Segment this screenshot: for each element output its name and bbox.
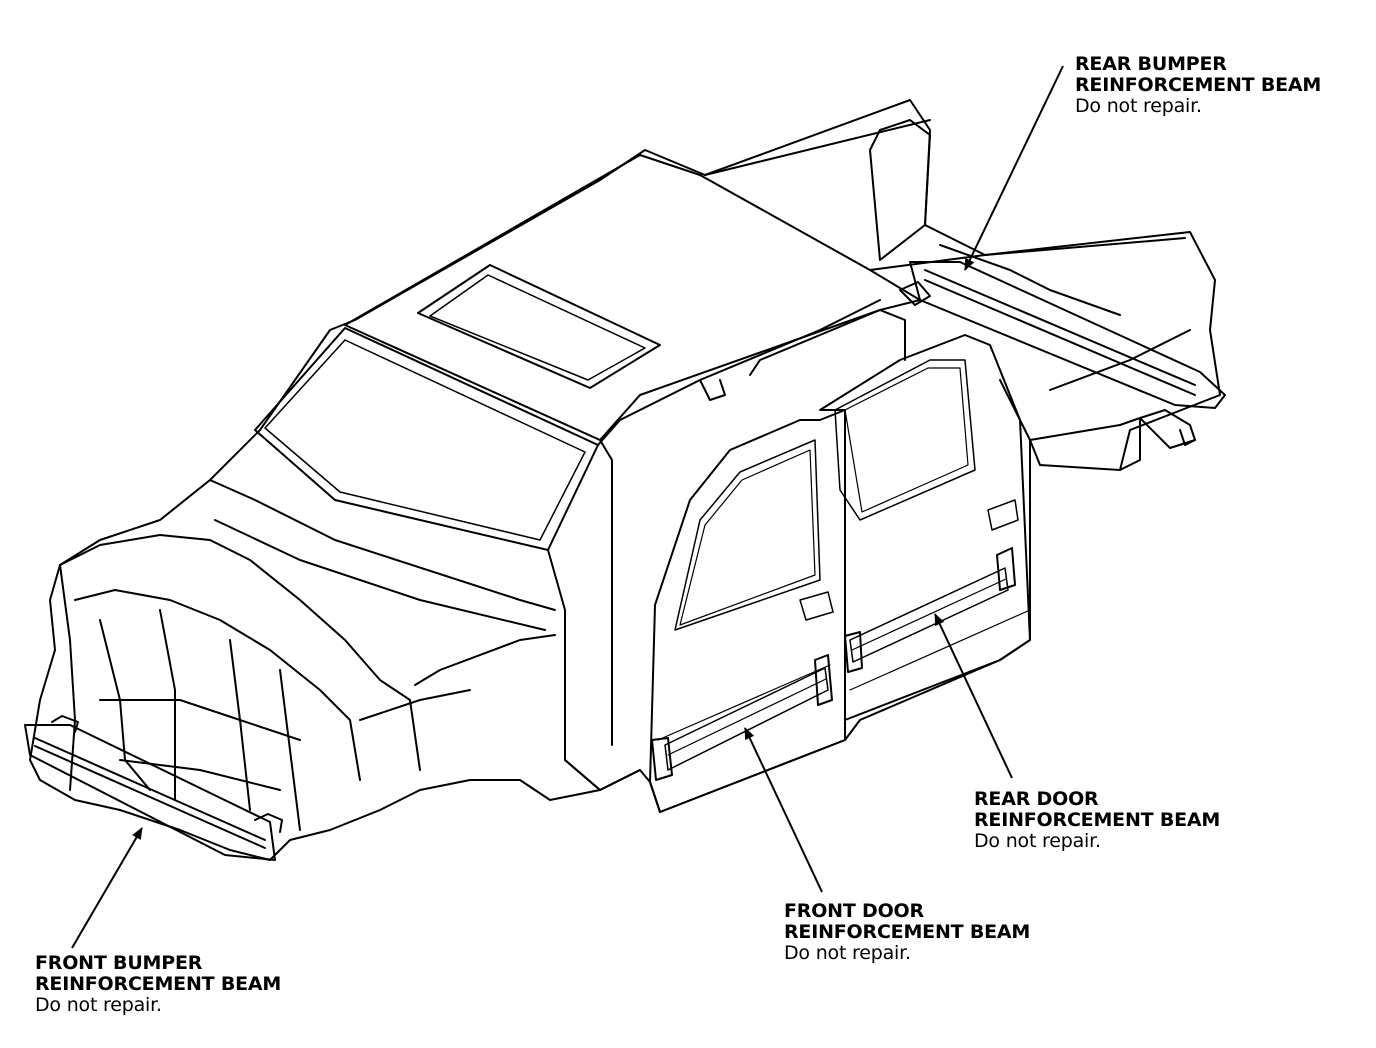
front-door-beam xyxy=(664,667,829,771)
rear-bumper-callout: REAR BUMPER REINFORCEMENT BEAM Do not re… xyxy=(1075,54,1321,117)
front-bumper-title: FRONT BUMPER xyxy=(35,952,203,974)
rear-bumper-title: REAR BUMPER xyxy=(1075,53,1227,75)
front-bumper-note: Do not repair. xyxy=(35,994,162,1016)
rear-door xyxy=(819,334,1031,721)
front-bumper-title-line2: REINFORCEMENT BEAM xyxy=(35,973,282,995)
windshield-frame xyxy=(254,327,599,551)
front-bumper-beam xyxy=(24,724,276,861)
front-door-title-line2: REINFORCEMENT BEAM xyxy=(784,921,1031,943)
front-door-note: Do not repair. xyxy=(784,942,911,964)
front-door-callout: FRONT DOOR REINFORCEMENT BEAM Do not rep… xyxy=(784,901,1030,964)
body-outline xyxy=(29,99,1221,861)
engine-bay xyxy=(59,534,421,771)
rear-door-title-line2: REINFORCEMENT BEAM xyxy=(974,809,1221,831)
rear-door-title: REAR DOOR xyxy=(974,788,1099,810)
rear-bumper-beam xyxy=(909,261,1226,409)
front-bumper-callout: FRONT BUMPER REINFORCEMENT BEAM Do not r… xyxy=(35,953,281,1016)
rear-door-note: Do not repair. xyxy=(974,830,1101,852)
roof-panel xyxy=(344,154,921,441)
rear-door-callout: REAR DOOR REINFORCEMENT BEAM Do not repa… xyxy=(974,789,1220,852)
rear-bumper-leader xyxy=(964,65,1064,271)
front-door xyxy=(649,409,846,813)
sunroof-opening xyxy=(417,264,661,389)
front-bumper-leader xyxy=(71,827,143,949)
front-door-title: FRONT DOOR xyxy=(784,900,924,922)
rear-door-beam xyxy=(849,567,1009,663)
rear-bumper-note: Do not repair. xyxy=(1075,95,1202,117)
front-door-leader xyxy=(744,727,823,893)
rear-bumper-title-line2: REINFORCEMENT BEAM xyxy=(1075,74,1322,96)
rear-door-leader xyxy=(934,613,1013,779)
